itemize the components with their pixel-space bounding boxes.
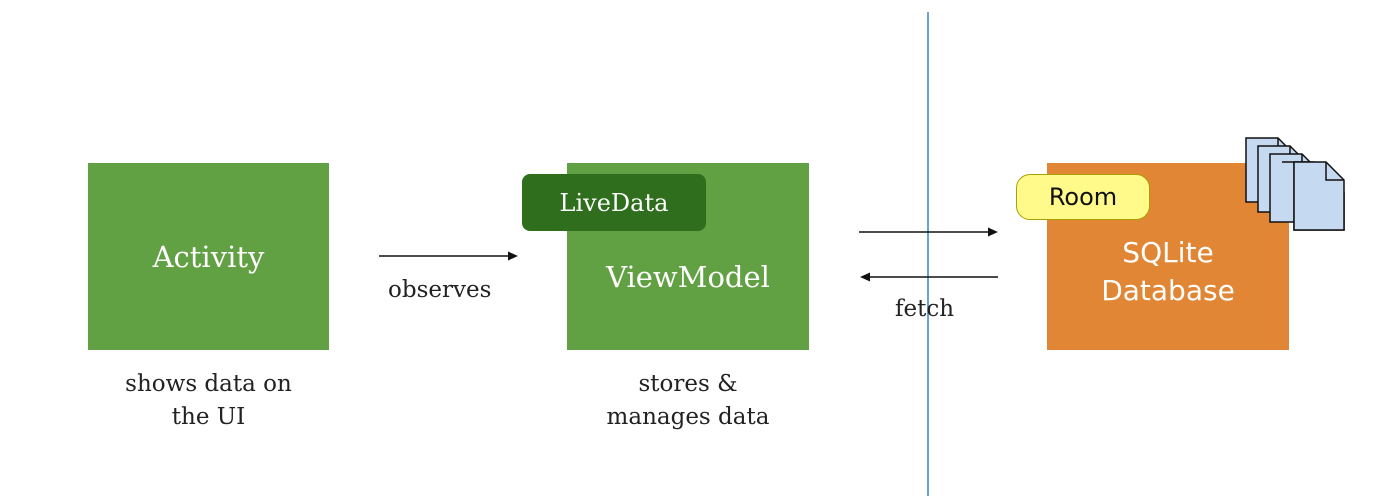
document-stack-icon [1245,137,1345,231]
livedata-badge: LiveData [522,174,706,231]
activity-label: Activity [152,239,265,274]
viewmodel-caption: stores & manages data [567,368,809,434]
viewmodel-caption-line2: manages data [606,404,770,430]
request-arrow [859,227,998,237]
observes-label: observes [388,277,492,303]
observes-arrow [379,251,518,261]
activity-box: Activity [88,163,329,350]
activity-caption: shows data on the UI [88,368,329,434]
viewmodel-box: ViewModel [567,163,809,350]
fetch-label: fetch [895,296,955,322]
sqlite-label: SQLite [1122,235,1214,269]
room-badge: Room [1016,174,1150,220]
fetch-arrow [860,272,998,282]
activity-caption-line2: the UI [171,404,246,430]
database-label: Database [1101,273,1235,307]
viewmodel-label: ViewModel [606,259,770,294]
room-label: Room [1048,183,1118,211]
activity-caption-line1: shows data on [125,371,292,397]
viewmodel-caption-line1: stores & [638,371,738,397]
livedata-label: LiveData [559,188,669,217]
